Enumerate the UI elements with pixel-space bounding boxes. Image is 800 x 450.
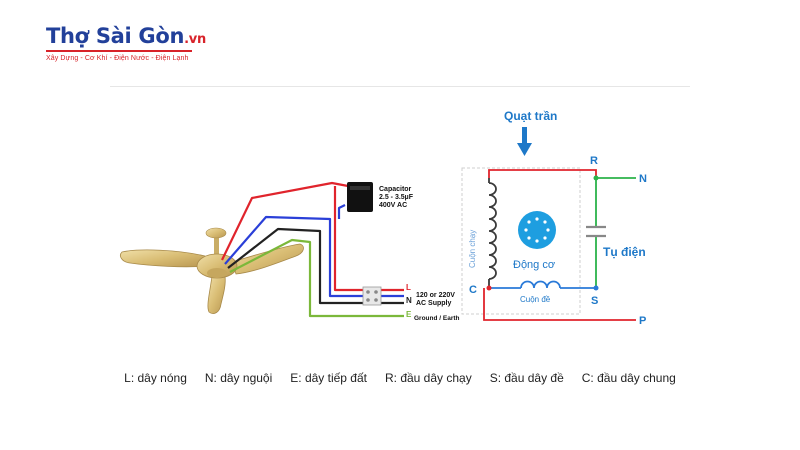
motor-label: Động cơ [513,259,555,271]
schematic-capacitor-symbol [586,225,606,238]
motor-rotor-icon [518,211,556,249]
wire-green-earth [229,238,404,318]
capacitor-component [347,182,373,212]
fan-blade-bottom [207,275,226,314]
fan-canopy [205,227,227,239]
node-C [486,285,492,291]
fan-blade-left [120,249,208,268]
wire-black [227,227,404,305]
brand-underline [46,50,192,52]
legend: L: dây nóng N: dây nguội E: dây tiếp đất… [0,371,800,385]
supply-label-line1: 120 or 220V [416,292,455,299]
schematic-wire-C-to-P [483,288,636,321]
run-coil-label: Cuộn chạy [468,230,477,268]
ground-label: Ground / Earth [414,315,460,322]
label-S: S [591,295,598,307]
fan-blade-right [231,243,304,275]
down-arrow-icon [517,127,532,156]
supply-label-line2: AC Supply [416,300,451,307]
svg-text:120 or 220V AC Supply: 120 or 220V AC Supply [416,292,457,307]
header-divider [110,86,690,87]
wire-blue [224,215,404,298]
motor-housing-outline [461,167,581,315]
capacitor-label-line3: 400V AC [379,202,407,209]
legend-item-N: N: dây nguội [204,371,273,385]
capacitor-label-line1: Capacitor [379,186,412,193]
label-N: N [639,173,647,185]
legend-item-L: L: dây nóng [124,371,187,385]
brand-suffix: .vn [184,32,206,47]
node-R [593,175,599,181]
svg-text:Capacitor 2.5 - 3.5µF: Capacitor 2.5 - 3.5µF 400V AC [379,186,415,209]
terminal-E-label: E [406,310,412,319]
legend-item-E: E: dây tiếp đất [290,371,367,385]
capacitor-schematic-label: Tụ điện [603,245,646,259]
brand-tagline: Xây Dựng - Cơ Khí - Điện Nước - Điện Lạn… [46,55,189,62]
label-P: P [639,315,646,327]
legend-item-C: C: đầu dây chung [581,371,676,385]
start-coil-winding [520,280,561,289]
capacitor-label-line2: 2.5 - 3.5µF [379,194,414,201]
wire-blue-to-capacitor [337,204,346,219]
terminal-L-label: L [406,283,411,292]
ceiling-fan-illustration [120,227,304,314]
legend-item-S: S: đầu dây đề [489,371,564,385]
brand-logo[interactable]: Thợ Sài Gòn.vn Xây Dựng - Cơ Khí - Điện … [46,24,206,62]
legend-item-R: R: đầu dây chạy [384,371,472,385]
node-S [593,285,599,291]
terminal-N-label: N [406,296,412,305]
start-coil-label: Cuộn đề [520,295,551,304]
schematic-title: Quạt trần [504,109,557,123]
terminal-connector [362,286,382,306]
fan-downrod [214,234,219,256]
label-R: R [590,155,598,167]
wire-red-to-capacitor [221,181,349,261]
schematic-wire-R [488,169,597,178]
fan-hub [207,268,227,278]
run-coil-winding [488,182,497,280]
brand-name: Thợ Sài Gòn [46,24,185,48]
label-C: C [469,284,477,296]
